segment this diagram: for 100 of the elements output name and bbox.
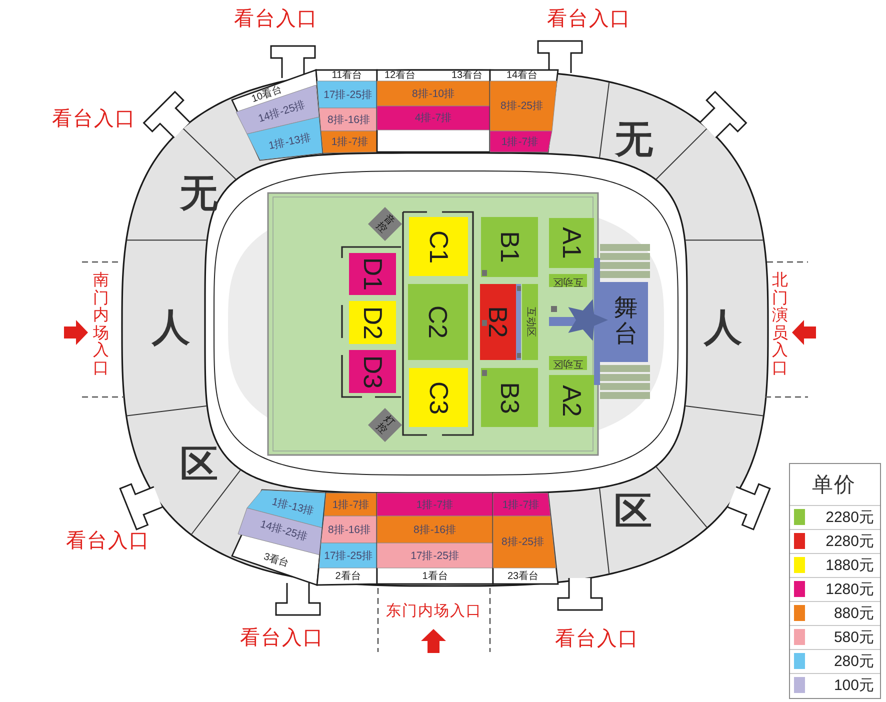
seating-stand (377, 70, 490, 152)
seating-block (480, 284, 516, 360)
section-label: 8排-16排 (328, 114, 370, 125)
entrance-label: 看台入口 (240, 628, 324, 648)
seating-section (319, 543, 377, 568)
interaction-zone (549, 356, 587, 370)
block-label: A1 (558, 227, 584, 259)
legend-text: 280元 (834, 653, 874, 670)
seating-stand (493, 493, 558, 584)
zone-name: 互动区 (553, 276, 583, 286)
stage-label: 舞台 (614, 296, 638, 348)
entrance-label: 看台入口 (52, 109, 136, 129)
block-label: D1 (360, 257, 386, 291)
section-label: 1排-7排 (416, 499, 454, 510)
booth-label: 音控 (374, 212, 396, 236)
section-label: 17排-25排 (324, 550, 373, 561)
seating-section (493, 516, 556, 568)
stand-label: 2看台 (335, 572, 361, 582)
zone-label: 无 (615, 121, 653, 159)
zone-label: 人 (152, 309, 190, 347)
seating-stand (377, 493, 493, 584)
seating-block (349, 301, 396, 344)
seating-section (319, 108, 377, 131)
seating-block (481, 217, 538, 277)
seating-section (321, 516, 377, 543)
section-label: 8排-16排 (328, 524, 371, 535)
entrance-label: 南门内场入口 (93, 272, 109, 378)
section-label: 8排-25排 (500, 100, 544, 112)
interaction-zone (522, 284, 538, 360)
entrance-label: 看台入口 (555, 629, 639, 649)
control-booth (368, 408, 402, 442)
block-label: B1 (496, 231, 522, 263)
legend-text: 880元 (834, 605, 874, 622)
section-label: 8排-10排 (412, 88, 455, 99)
seating-section (490, 81, 557, 131)
block-label: B2 (485, 306, 511, 338)
block-label: D3 (360, 354, 386, 388)
block-label: C1 (426, 230, 452, 264)
legend-text: 1880元 (826, 557, 874, 574)
zone-label: 区 (180, 446, 218, 484)
seating-section (317, 81, 377, 108)
seating-stand (232, 70, 323, 160)
section-label: 4排-7排 (414, 112, 452, 124)
stand-label: 3看台 (262, 552, 290, 570)
seating-section (377, 106, 490, 130)
zone-label: 无 (180, 175, 218, 213)
seating-section (321, 131, 377, 153)
block-label: C3 (426, 380, 452, 414)
seating-stand (317, 493, 377, 585)
entrance-label: 东门内场入口 (386, 604, 482, 618)
legend-text: 580元 (834, 629, 874, 646)
legend-text: 1280元 (826, 581, 874, 598)
stand-label: 1看台 (422, 572, 448, 582)
entrance-label: 看台入口 (547, 9, 631, 29)
seating-section (377, 493, 493, 516)
seating-block (549, 218, 594, 268)
section-label: 14排-25排 (259, 519, 309, 543)
zone-name: 互动区 (525, 307, 535, 337)
section-label: 17排-25排 (410, 550, 460, 561)
legend-text: 2280元 (826, 509, 874, 526)
section-label: 1排-7排 (502, 499, 540, 510)
seating-section (377, 516, 493, 543)
seating-stand (490, 70, 558, 152)
section-label: 8排-25排 (502, 536, 544, 548)
seating-block (549, 375, 594, 427)
seating-stand (232, 490, 326, 585)
stage (600, 282, 648, 362)
control-booth (368, 207, 402, 241)
seating-section (493, 493, 550, 516)
legend-text: 2280元 (826, 533, 874, 550)
entrance-label: 看台入口 (234, 9, 318, 29)
section-label: 17排-25排 (324, 89, 372, 100)
block-label: C2 (425, 305, 451, 339)
seating-block (349, 253, 396, 295)
seating-stand (316, 70, 377, 153)
section-label: 1排-7排 (331, 136, 369, 148)
seating-section (236, 85, 319, 134)
seating-block (409, 217, 468, 276)
seating-block (481, 368, 538, 427)
section-label: 8排-16排 (414, 524, 456, 535)
seating-section (377, 543, 493, 568)
block-label: A2 (558, 385, 584, 417)
seating-block (349, 350, 396, 393)
zone-label: 人 (704, 309, 742, 347)
entrance-label: 看台入口 (66, 531, 150, 551)
section-label: 1排-13排 (268, 132, 312, 152)
booth-label: 灯控 (374, 414, 396, 436)
seating-section (324, 493, 377, 516)
zone-label: 区 (614, 493, 652, 531)
legend-title: 单价 (812, 474, 856, 496)
seating-block (408, 284, 468, 360)
section-label: 1排-13排 (270, 496, 316, 518)
block-label: D2 (360, 306, 386, 340)
section-label: 1排-7排 (332, 499, 370, 510)
seating-block (409, 368, 468, 427)
section-label: 1排-7排 (501, 136, 539, 147)
zone-name: 互动区 (553, 358, 583, 368)
legend-text: 100元 (834, 677, 874, 694)
seating-section (377, 81, 490, 106)
interaction-zone (549, 274, 587, 287)
